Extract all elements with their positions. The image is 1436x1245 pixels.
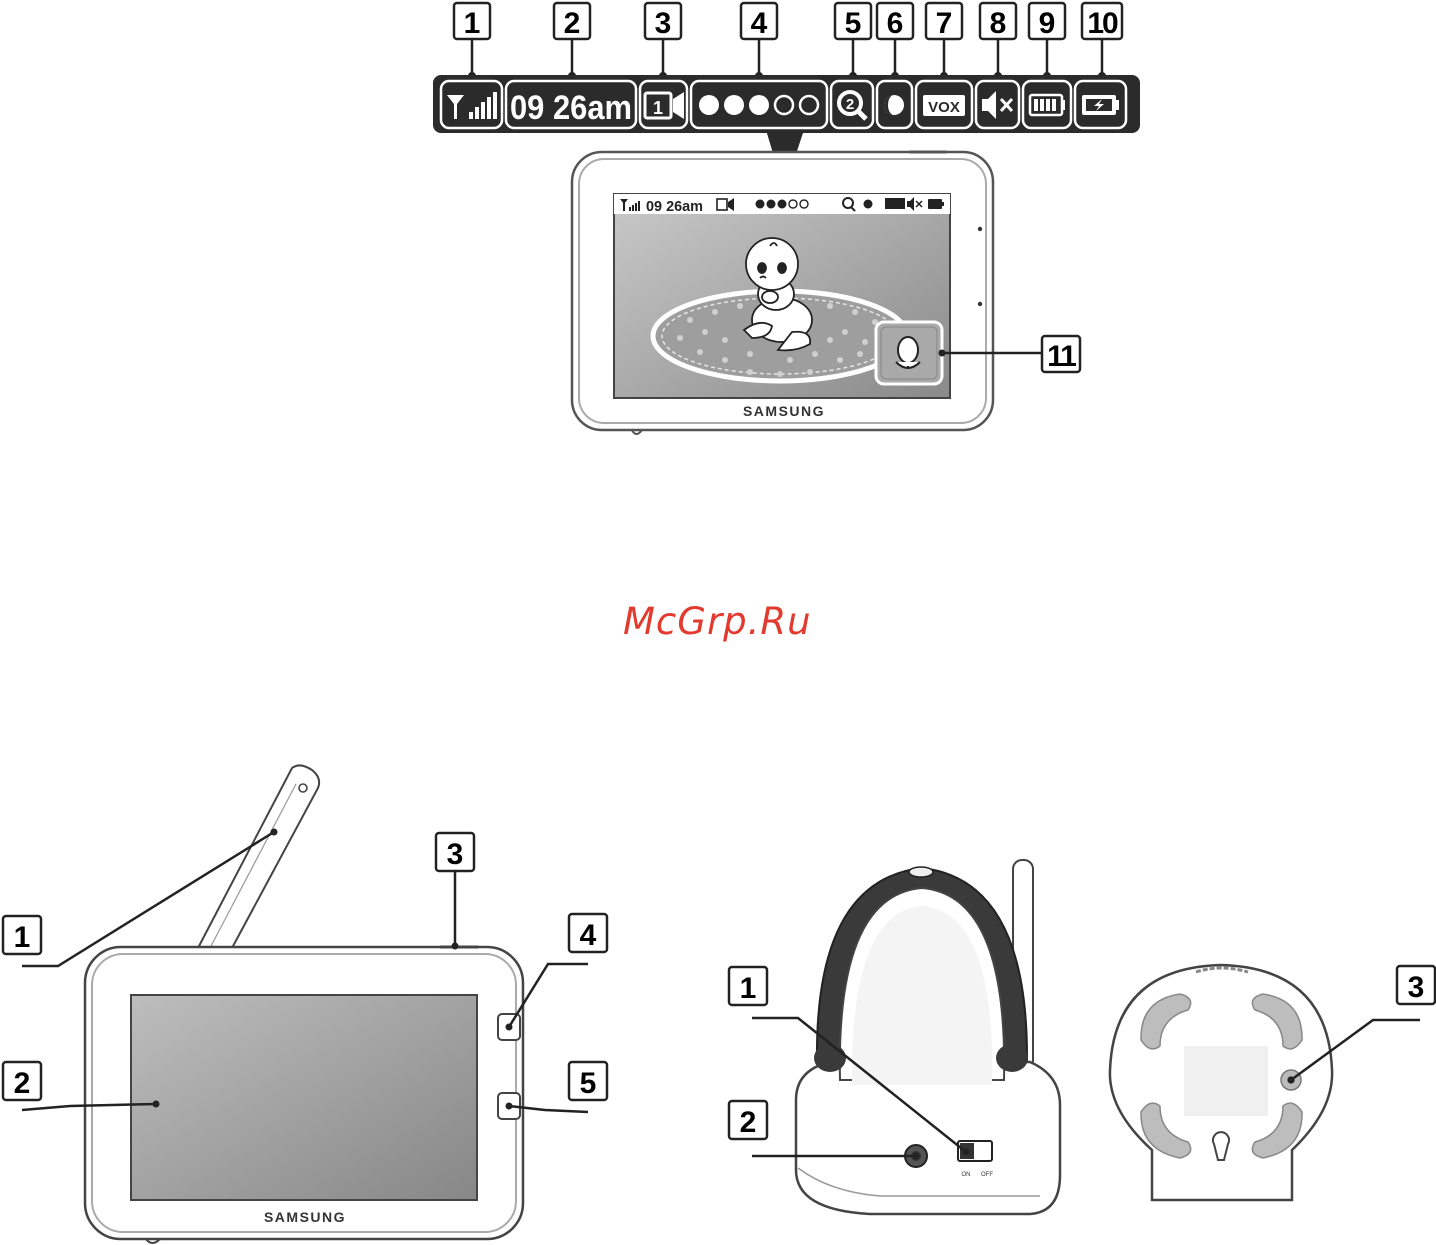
callout-6: 6 (877, 3, 913, 80)
svg-text:5: 5 (580, 1067, 597, 1100)
svg-text:3: 3 (447, 838, 464, 871)
switch-on-label: ON (962, 1172, 971, 1178)
callout-1: 1 (454, 3, 490, 80)
monitor-screen-view: 09 26am (572, 152, 993, 434)
callout-10: 10 (1082, 3, 1122, 80)
callout-7: 7 (926, 3, 962, 80)
zoom-icon: 2 (831, 81, 873, 128)
battery-charging-icon (1075, 81, 1126, 128)
antenna (198, 765, 319, 948)
camera-number: 1 (653, 98, 663, 118)
svg-text:2: 2 (14, 1067, 31, 1100)
camera-back (1110, 965, 1332, 1200)
mini-status-bar: 09 26am (614, 194, 950, 215)
mini-time: 09 26am (646, 198, 703, 215)
night-mode-icon (877, 81, 912, 128)
switch-off-label: OFF (981, 1172, 993, 1178)
signal-icon (441, 81, 502, 128)
status-bar-callouts: 1 2 3 4 5 6 7 8 9 10 (454, 3, 1122, 80)
svg-text:2: 2 (846, 96, 854, 113)
volume-level-icon (691, 81, 827, 128)
camera-front: ON OFF (796, 860, 1060, 1214)
time-text: 09 26am (510, 89, 632, 127)
brand-logo-bottom: SAMSUNG (264, 1209, 346, 1225)
callout-2-label: 2 (564, 7, 581, 40)
svg-text:4: 4 (580, 919, 597, 952)
callout-10-label: 10 (1087, 7, 1118, 40)
callout-9: 9 (1029, 3, 1065, 80)
callout-3: 3 (645, 3, 681, 80)
monitor-callout-3: 3 (436, 833, 474, 950)
brand-logo-top: SAMSUNG (743, 403, 825, 419)
speaker-mute-icon (976, 81, 1019, 128)
callout-8-label: 8 (990, 7, 1007, 40)
svg-text:3: 3 (1408, 971, 1425, 1004)
lcd-screen (131, 995, 477, 1200)
time-display: 09 26am (506, 81, 636, 128)
svg-text:1: 1 (14, 921, 31, 954)
callout-7-label: 7 (936, 7, 953, 40)
callout-5: 5 (835, 3, 871, 80)
camera-icon: 1 (640, 81, 687, 128)
battery-icon (1023, 81, 1071, 128)
callout-5-label: 5 (845, 7, 862, 40)
callout-4-label: 4 (751, 7, 768, 40)
callout-2: 2 (554, 3, 590, 80)
callout-6-label: 6 (887, 7, 904, 40)
svg-text:2: 2 (740, 1106, 757, 1139)
vox-text: VOX (928, 99, 960, 116)
callout-3-label: 3 (655, 7, 672, 40)
status-bar: 09 26am 1 2 (433, 75, 1140, 133)
svg-text:1: 1 (740, 972, 757, 1005)
callout-1-label: 1 (464, 7, 481, 40)
watermark-text: McGrp.Ru (623, 600, 812, 643)
callout-4: 4 (741, 3, 777, 80)
callout-9-label: 9 (1039, 7, 1056, 40)
callout-8: 8 (980, 3, 1016, 80)
callout-11-label: 11 (1047, 340, 1076, 373)
mic-button[interactable] (876, 322, 942, 384)
vox-icon: VOX (916, 81, 972, 128)
